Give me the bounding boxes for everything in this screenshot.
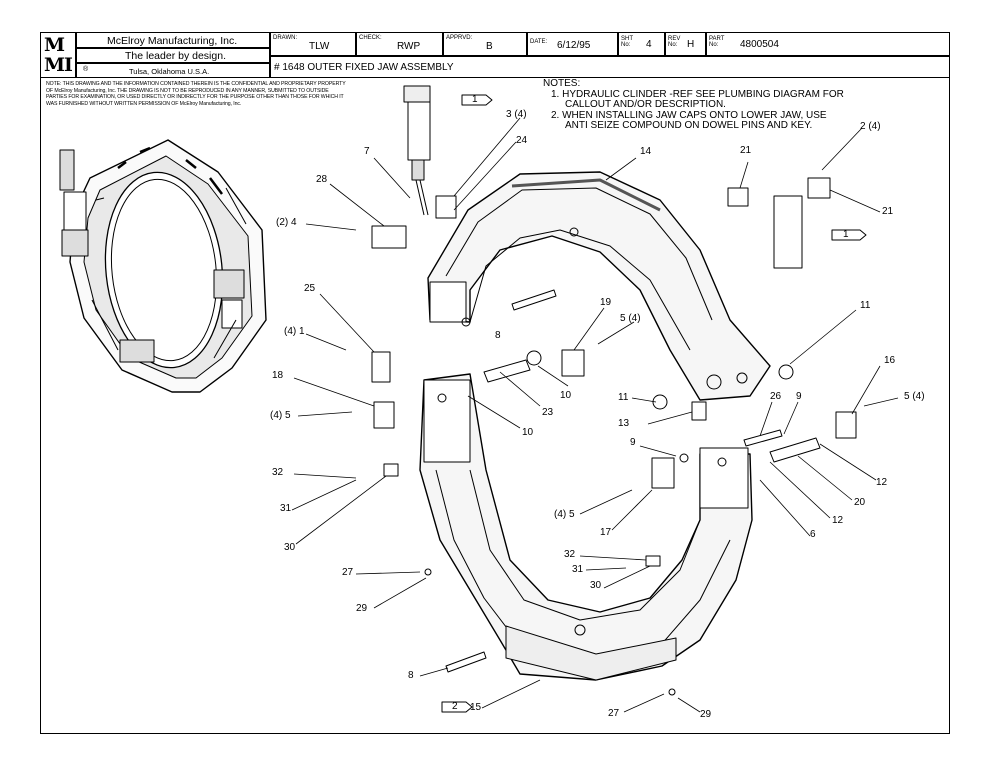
- hardware-parts: [371, 177, 857, 696]
- callout: 21: [740, 145, 752, 156]
- callout: 12: [876, 477, 888, 488]
- callout: 19: [600, 297, 612, 308]
- note-line: 1. HYDRAULIC CLINDER -REF SEE PLUMBING D…: [551, 88, 844, 100]
- location-cell: ® Tulsa, Oklahoma U.S.A.: [76, 63, 270, 78]
- company-name: McElroy Manufacturing, Inc.: [107, 35, 238, 47]
- drawing-title-cell: # 1648 OUTER FIXED JAW ASSEMBLY: [270, 56, 950, 78]
- callout: 21: [882, 206, 894, 217]
- callout: 16: [884, 355, 896, 366]
- callout: 2 (4): [860, 121, 881, 132]
- callout: 30: [284, 542, 296, 553]
- flag-label: 1: [843, 229, 849, 240]
- callout: 24: [516, 135, 528, 146]
- check-cell: CHECK: RWP: [356, 32, 443, 56]
- apprvd-value: B: [486, 41, 493, 52]
- slogan-cell: The leader by design.: [76, 48, 270, 63]
- callout: (4) 1: [284, 326, 305, 337]
- callout: 18: [272, 370, 284, 381]
- flag-label: 2: [452, 701, 458, 712]
- rev-value: H: [687, 39, 695, 50]
- callout: 10: [560, 390, 572, 401]
- company-location: Tulsa, Oklahoma U.S.A.: [129, 67, 210, 76]
- callout: 6: [810, 529, 816, 540]
- note-line: 2. WHEN INSTALLING JAW CAPS ONTO LOWER J…: [551, 109, 827, 121]
- note-line: ANTI SEIZE COMPOUND ON DOWEL PINS AND KE…: [565, 120, 813, 131]
- assembled-jaw-view: [59, 139, 267, 393]
- apprvd-cell: APPRVD: B: [443, 32, 527, 56]
- lower-jaw: [419, 373, 753, 681]
- date-cell: DATE: 6/12/95: [527, 32, 618, 56]
- notes-heading: NOTES:: [543, 78, 581, 89]
- callout: 25: [304, 283, 316, 294]
- reference-flags: [441, 94, 867, 713]
- check-value: RWP: [397, 41, 421, 52]
- drawn-cell: DRAWN: TLW: [270, 32, 356, 56]
- callout: 20: [854, 497, 866, 508]
- callout: 8: [408, 670, 414, 681]
- callout: 5 (4): [904, 391, 925, 402]
- callout: 30: [590, 580, 602, 591]
- callout: 27: [342, 567, 354, 578]
- part-cell: PART No: 4800504: [706, 32, 950, 56]
- company-name-cell: McElroy Manufacturing, Inc.: [76, 32, 270, 48]
- title-block: M MI McElroy Manufacturing, Inc. The lea…: [40, 32, 950, 78]
- callout: 3 (4): [506, 109, 527, 120]
- callout: (2) 4: [276, 217, 297, 228]
- callout: 11: [618, 392, 629, 403]
- company-logo: M MI: [40, 32, 76, 78]
- proprietary-notice: NOTE: THIS DRAWING AND THE INFORMATION C…: [46, 81, 346, 107]
- upper-jaw: [427, 171, 771, 401]
- notes-block: NOTES: 1. HYDRAULIC CLINDER -REF SEE PLU…: [543, 78, 844, 132]
- sheet-value: 4: [646, 39, 652, 50]
- note-line: CALLOUT AND/OR DESCRIPTION.: [565, 99, 726, 110]
- callout: 14: [640, 146, 652, 157]
- drawing-title: # 1648 OUTER FIXED JAW ASSEMBLY: [274, 62, 454, 73]
- callout: 17: [600, 527, 612, 538]
- callout: 26: [770, 391, 782, 402]
- callout: 11: [860, 300, 871, 311]
- callout: 7: [364, 146, 370, 157]
- callout: 31: [280, 503, 292, 514]
- callout: 29: [700, 709, 712, 720]
- callout: 27: [608, 708, 620, 719]
- callout: 5 (4): [620, 313, 641, 324]
- callout: 15: [470, 702, 482, 713]
- callout: 28: [316, 174, 328, 185]
- callout: 13: [618, 418, 630, 429]
- flag-label: 1: [472, 94, 478, 105]
- callout: 9: [630, 437, 636, 448]
- rev-cell: REV No: H: [665, 32, 706, 56]
- callout: 8: [495, 330, 501, 341]
- callout: 32: [564, 549, 576, 560]
- registered-mark: ®: [83, 66, 89, 73]
- callout: 9: [796, 391, 802, 402]
- callout: 10: [522, 427, 534, 438]
- callout: (4) 5: [554, 509, 575, 520]
- callout: 31: [572, 564, 584, 575]
- callout: 32: [272, 467, 284, 478]
- callout: (4) 5: [270, 410, 291, 421]
- date-value: 6/12/95: [557, 40, 591, 51]
- hydraulic-cylinder: [403, 85, 431, 216]
- part-number: 4800504: [740, 39, 779, 50]
- callout: 12: [832, 515, 844, 526]
- company-slogan: The leader by design.: [125, 50, 226, 62]
- callout: 23: [542, 407, 554, 418]
- leader-lines: [291, 117, 899, 713]
- drawn-value: TLW: [309, 41, 330, 52]
- callout: 29: [356, 603, 368, 614]
- sheet-cell: SHT No: 4: [618, 32, 665, 56]
